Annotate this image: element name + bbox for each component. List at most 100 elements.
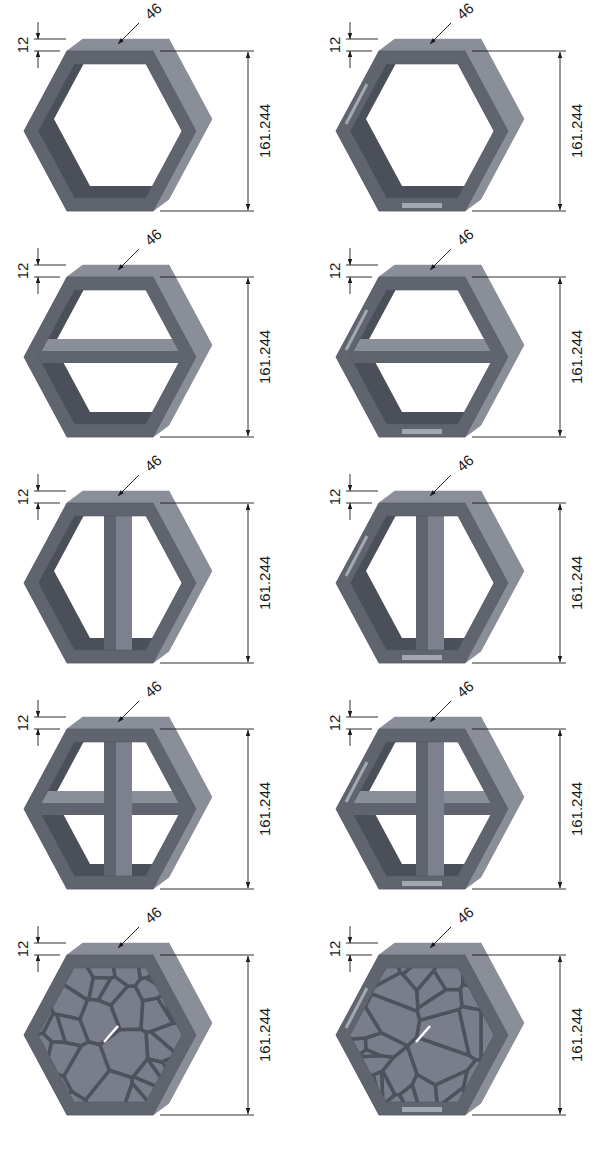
front-frame [336,51,508,211]
thickness-dimension: 12 [327,37,342,54]
side-face [379,39,481,51]
thickness-dimension: 12 [15,263,30,280]
height-dimension: 161.244 [257,330,272,384]
bar-top [332,339,538,351]
voronoi-cell [328,1093,376,1126]
side-face [67,39,169,51]
thickness-dimension: 12 [15,37,30,54]
vertical-bar [416,496,428,676]
height-dimension: 161.244 [569,556,584,610]
depth-dimension: 46 [454,904,476,926]
height-dimension: 161.244 [257,782,272,836]
depth-dimension: 46 [142,452,164,474]
dimension-lines [346,248,566,437]
height-dimension: 161.244 [257,104,272,158]
thickness-dimension: 12 [327,263,342,280]
side-face [67,943,169,955]
front-frame [336,277,508,437]
side-face [67,491,169,503]
center-slit [416,1026,430,1042]
dimension-lines [34,926,254,1115]
dimension-lines [34,22,254,211]
thickness-dimension: 12 [15,715,30,732]
dimension-lines [346,926,566,1115]
vertical-bar [416,722,428,902]
hex-frame [336,22,566,211]
voronoi-cell [89,977,111,1000]
thickness-dimension: 12 [15,941,30,958]
voronoi-cell [365,994,419,1046]
slot [402,881,442,886]
height-dimension: 161.244 [569,782,584,836]
depth-dimension: 46 [454,452,476,474]
height-dimension: 161.244 [569,330,584,384]
hex-frame [24,22,254,211]
dimension-lines [346,474,566,663]
side-face [379,491,481,503]
thickness-dimension: 12 [327,715,342,732]
front-frame [336,503,508,663]
hex-frame [20,700,254,902]
depth-dimension: 46 [142,678,164,700]
front-frame [336,955,508,1115]
hex-frame [24,474,254,676]
thickness-dimension: 12 [327,941,342,958]
hex-frame [20,248,254,437]
slot [402,429,442,434]
slot [346,536,367,576]
slot [346,762,367,802]
depth-dimension: 46 [454,0,476,22]
dimension-lines [34,700,254,889]
dimension-lines [346,700,566,889]
depth-dimension: 46 [142,0,164,22]
voronoi-cell [57,1014,89,1045]
front-frame [24,503,196,663]
vertical-bar [104,722,116,902]
voronoi-cell [412,1074,437,1126]
dimension-lines [34,248,254,437]
dimension-lines [346,22,566,211]
depth-dimension: 46 [142,226,164,248]
hex-frame [16,926,254,1126]
vertical-bar [104,496,116,676]
voronoi-cell [328,1076,354,1100]
slot [402,655,442,660]
hex-frame [336,474,566,676]
side-face [67,717,169,729]
depth-dimension: 46 [454,678,476,700]
center-slit [104,1026,118,1042]
front-frame [24,51,196,211]
voronoi-cell [175,944,204,986]
hex-frame [332,700,566,902]
voronoi-cell [417,971,446,1008]
voronoi-cell [485,1082,516,1126]
front-frame [24,955,196,1115]
depth-dimension: 46 [454,226,476,248]
height-dimension: 161.244 [257,556,272,610]
side-face [67,265,169,277]
front-frame [24,277,196,437]
slot [402,1107,442,1112]
slot [402,203,442,208]
side-face [379,717,481,729]
height-dimension: 161.244 [569,104,584,158]
slot [346,310,367,350]
hex-frame [328,926,566,1126]
front-frame [24,729,196,889]
side-face [379,265,481,277]
voronoi-cell [328,959,355,999]
hex-frame [332,248,566,437]
depth-dimension: 46 [142,904,164,926]
front-frame [336,729,508,889]
side-face [379,943,481,955]
height-dimension: 161.244 [569,1008,584,1062]
bar-top [20,339,226,351]
slot [346,988,367,1028]
height-dimension: 161.244 [257,1008,272,1062]
dimension-lines [34,474,254,663]
thickness-dimension: 12 [15,489,30,506]
slot [346,84,367,124]
